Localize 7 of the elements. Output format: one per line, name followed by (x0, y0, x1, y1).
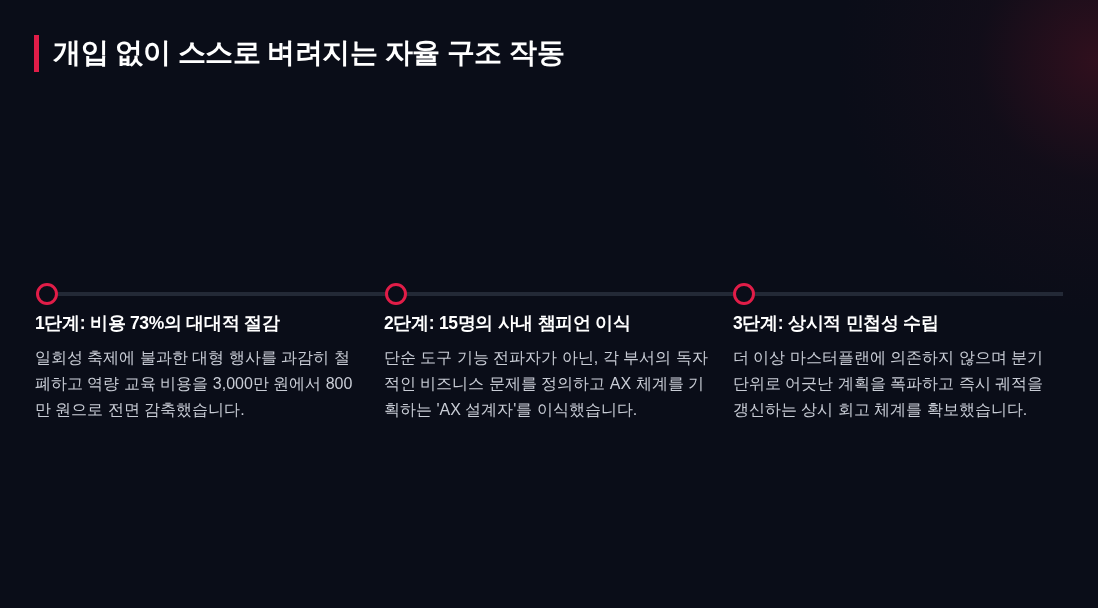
step-heading: 3단계: 상시적 민첩성 수립 (733, 312, 939, 335)
title: 개입 없이 스스로 벼려지는 자율 구조 작동 (53, 36, 565, 70)
step-description: 일회성 축제에 불과한 대형 행사를 과감히 철폐하고 역량 교육 비용을 3,000만 원에서 800만 원으로 전면 감축했습니다. (35, 348, 354, 420)
step-description: 단순 도구 기능 전파자가 아닌, 각 부서의 독자적인 비즈니스 문제를 정의하고 AX 체계를 기획하는 'AX 설계자'를 이식했습니다. (384, 348, 709, 420)
step-description: 더 이상 마스터플랜에 의존하지 않으며 분기 단위로 어긋난 계획을 폭파하고 즉시 궤적을 갱신하는 상시 회고 체계를 확보했습니다. (733, 348, 1045, 420)
step-heading: 1단계: 비용 73%의 대대적 절감 (35, 312, 280, 335)
step-heading: 2단계: 15명의 사내 챔피언 이식 (384, 312, 631, 335)
